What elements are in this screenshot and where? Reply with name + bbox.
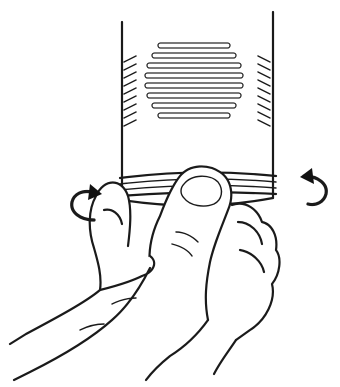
grille-slot xyxy=(147,63,241,68)
grille-slot xyxy=(145,73,243,78)
thumb xyxy=(149,166,231,320)
left-finger xyxy=(96,183,130,247)
hand xyxy=(10,166,279,380)
rotate-right-arrow-icon xyxy=(300,168,326,205)
grille-slot xyxy=(152,53,236,58)
grille-slot xyxy=(147,93,241,98)
grille-slot xyxy=(145,83,243,88)
grille-slot xyxy=(152,103,236,108)
grille-right-side xyxy=(258,56,270,126)
grille-slot xyxy=(158,43,230,48)
grille-left-side xyxy=(124,56,136,126)
speaker-grille xyxy=(145,43,243,118)
back-fingers xyxy=(232,204,279,340)
grille-slot xyxy=(158,113,230,118)
index-finger xyxy=(100,256,154,290)
